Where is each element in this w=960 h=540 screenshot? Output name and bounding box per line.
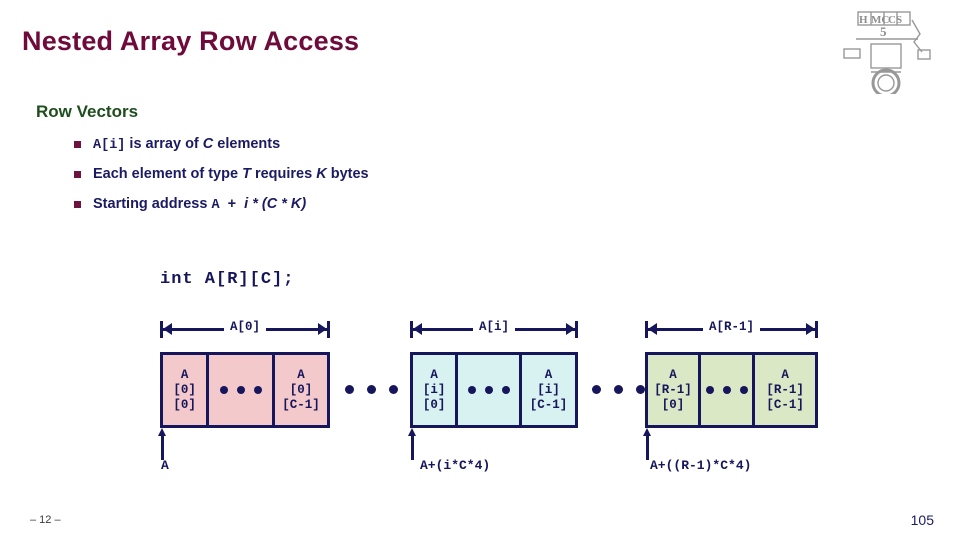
- pointer-arrow-icon: [408, 428, 416, 436]
- array-cell[interactable]: A [i] [C-1]: [522, 355, 576, 425]
- span-cap-left: [410, 321, 413, 338]
- cell-line: [i]: [537, 382, 560, 397]
- cell-line: [i]: [422, 382, 446, 397]
- cell-line: [0]: [289, 382, 313, 397]
- cell-line: [0]: [422, 397, 446, 412]
- span-arrow-left-icon: [413, 323, 422, 335]
- bullet-marker-icon: [74, 141, 81, 149]
- row-cells-rowi: A [i] [0] A [i] [C-1]: [410, 352, 578, 428]
- array-cell-ellipsis: [209, 355, 275, 425]
- svg-text:MC: MC: [871, 14, 889, 26]
- cell-line: [0]: [173, 382, 196, 397]
- span-arrow-right-icon: [806, 323, 815, 335]
- cell-line: A: [430, 367, 438, 382]
- span-cap-left: [645, 321, 648, 338]
- horizontal-ellipsis-icon: [219, 386, 262, 394]
- bullet-item-1: A[i] is array of C elements: [74, 137, 280, 153]
- bullet-item-1-label: A[i] is array of C elements: [93, 136, 281, 153]
- array-cell[interactable]: A [0] [C-1]: [274, 355, 328, 425]
- span-cap-right: [327, 321, 330, 338]
- span-arrow-left-icon: [648, 323, 657, 335]
- cell-line: [C-1]: [529, 397, 568, 412]
- array-cell[interactable]: A [i] [0]: [413, 355, 459, 425]
- page-title: Nested Array Row Access: [22, 26, 360, 56]
- cell-line: [R-1]: [766, 382, 804, 397]
- code-declaration: int A[R][C];: [160, 270, 295, 289]
- array-cell[interactable]: A [R-1] [C-1]: [755, 355, 815, 425]
- bullet-marker-icon: [74, 170, 81, 178]
- address-label-row0: A: [161, 458, 169, 473]
- cell-line: A: [180, 367, 189, 382]
- slide-number-right: 105: [910, 512, 934, 528]
- span-bracket-rowi: A[i]: [410, 318, 578, 340]
- cell-line: A: [669, 367, 677, 382]
- cell-line: A: [781, 367, 789, 382]
- svg-text:CS: CS: [888, 14, 902, 26]
- span-arrow-right-icon: [566, 323, 575, 335]
- cell-line: [0]: [661, 397, 685, 412]
- span-cap-right: [575, 321, 578, 338]
- bullet-item-3-label: Starting address A + i * (C * K): [93, 196, 307, 213]
- array-cell[interactable]: A [R-1] [0]: [648, 355, 702, 425]
- array-cell[interactable]: A [0] [0]: [163, 355, 210, 425]
- horizontal-ellipsis-icon: [705, 386, 748, 394]
- span-label-rowi: A[i]: [472, 318, 515, 336]
- address-label-rowlast: A+((R-1)*C*4): [650, 458, 752, 473]
- cell-line: [C-1]: [282, 397, 320, 412]
- pointer-stem: [411, 434, 414, 460]
- pointer-arrow-icon: [643, 428, 651, 436]
- group-separator-ellipsis-icon: [345, 385, 398, 394]
- section-heading: Row Vectors: [36, 102, 139, 121]
- bullet-item-2: Each element of type T requires K bytes: [74, 167, 369, 182]
- bullet-item-3: Starting address A + i * (C * K): [74, 197, 306, 213]
- bullet-item-2-label: Each element of type T requires K bytes: [93, 166, 369, 182]
- span-cap-left: [160, 321, 163, 338]
- svg-text:5: 5: [880, 24, 887, 39]
- pointer-arrow-icon: [158, 428, 166, 436]
- cell-line: A: [544, 367, 553, 382]
- slide-number-left: – 12 –: [30, 514, 61, 526]
- svg-text:H: H: [859, 14, 868, 26]
- cell-line: [R-1]: [654, 382, 692, 397]
- span-arrow-right-icon: [318, 323, 327, 335]
- address-label-rowi: A+(i*C*4): [420, 458, 491, 473]
- pointer-stem: [161, 434, 164, 460]
- array-cell-ellipsis: [458, 355, 523, 425]
- span-cap-right: [815, 321, 818, 338]
- pointer-stem: [646, 434, 649, 460]
- span-bracket-rowlast: A[R-1]: [645, 318, 818, 340]
- row-cells-row0: A [0] [0] A [0] [C-1]: [160, 352, 330, 428]
- span-arrow-left-icon: [163, 323, 172, 335]
- horizontal-ellipsis-icon: [467, 386, 510, 394]
- bullet-marker-icon: [74, 201, 81, 209]
- span-bracket-row0: A[0]: [160, 318, 330, 340]
- row-cells-rowlast: A [R-1] [0] A [R-1] [C-1]: [645, 352, 818, 428]
- span-label-row0: A[0]: [223, 318, 266, 336]
- hmc-cs-logo-icon: H MC CS 5: [838, 6, 948, 98]
- cell-line: [0]: [173, 397, 196, 412]
- array-cell-ellipsis: [701, 355, 756, 425]
- cell-line: A: [297, 367, 305, 382]
- group-separator-ellipsis-icon: [592, 385, 645, 394]
- span-label-rowlast: A[R-1]: [702, 318, 760, 336]
- cell-line: [C-1]: [766, 397, 804, 412]
